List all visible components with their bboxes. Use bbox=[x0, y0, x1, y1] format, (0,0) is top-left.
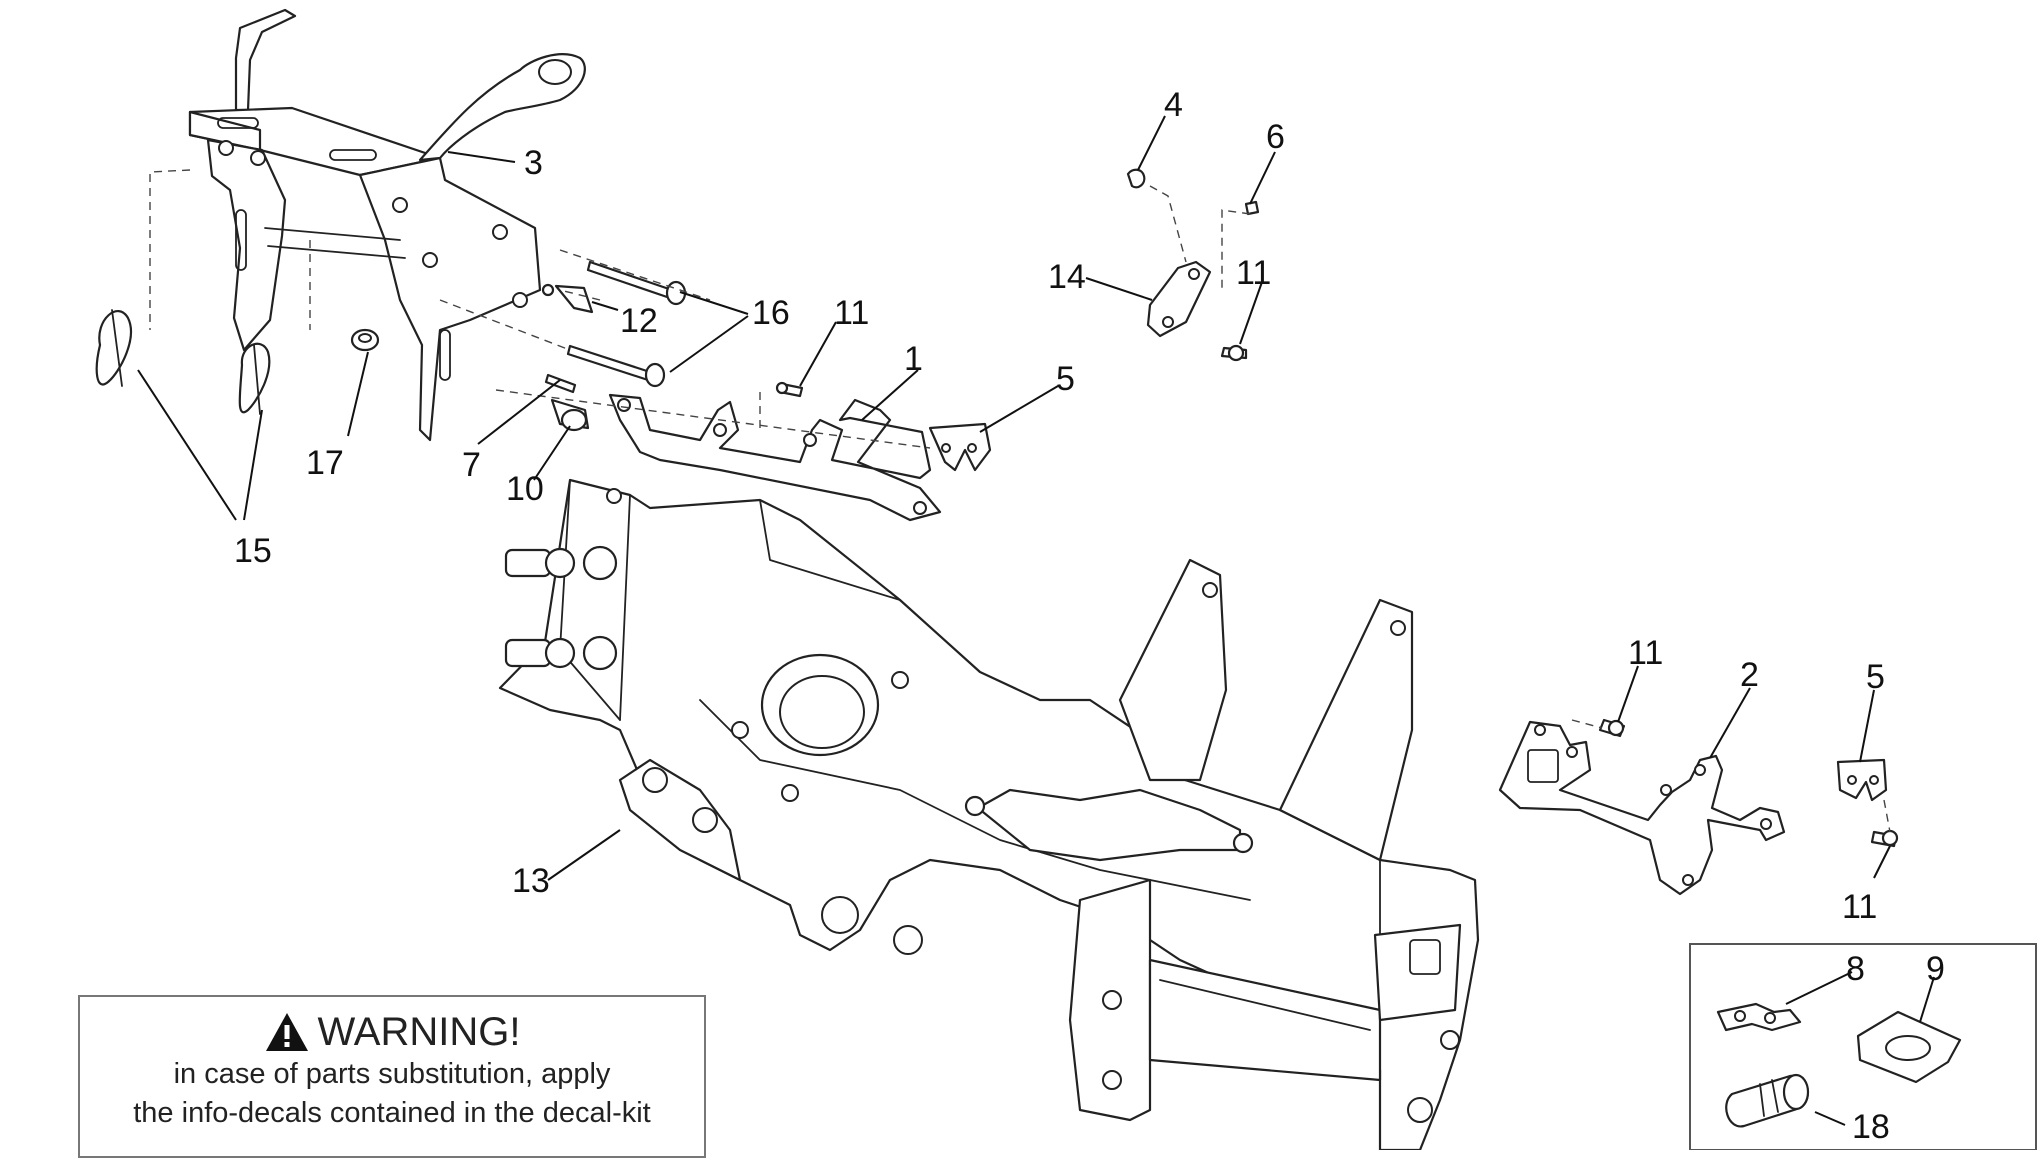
part-4-6-14-group bbox=[1126, 168, 1260, 362]
callout-2: 2 bbox=[1740, 656, 1759, 694]
callout-18: 18 bbox=[1852, 1108, 1890, 1146]
warning-line-2: the info-decals contained in the decal-k… bbox=[133, 1097, 651, 1129]
warning-triangle-icon bbox=[265, 1013, 308, 1051]
callout-1: 1 bbox=[904, 340, 923, 378]
callout-7: 7 bbox=[462, 446, 481, 484]
callout-14: 14 bbox=[1048, 258, 1086, 296]
callout-11: 11 bbox=[834, 294, 869, 332]
part-12-clip bbox=[541, 283, 594, 314]
callout-11: 11 bbox=[1628, 634, 1663, 672]
callout-10: 10 bbox=[506, 470, 544, 508]
warning-title: WARNING! bbox=[80, 1009, 704, 1055]
callout-13: 13 bbox=[512, 862, 550, 900]
part-13-main-frame bbox=[498, 478, 1480, 1150]
callout-labels: 1 2 3 4 5 5 6 7 8 9 10 11 11 11 11 12 13… bbox=[234, 86, 1945, 1146]
warning-title-text: WARNING! bbox=[317, 1010, 521, 1054]
warning-box: WARNING! in case of parts substitution, … bbox=[78, 995, 706, 1158]
part-17-spacer bbox=[350, 328, 380, 352]
part-15-clips bbox=[95, 309, 271, 415]
callout-12: 12 bbox=[620, 302, 658, 340]
callout-9: 9 bbox=[1926, 950, 1945, 988]
callout-11: 11 bbox=[1842, 888, 1877, 926]
callout-15: 15 bbox=[234, 532, 272, 570]
inset-small-parts bbox=[1689, 943, 2037, 1150]
callout-6: 6 bbox=[1266, 118, 1285, 156]
part-16-bolts bbox=[566, 260, 687, 388]
warning-line-1: in case of parts substitution, apply bbox=[173, 1058, 611, 1090]
callout-5: 5 bbox=[1866, 658, 1885, 696]
callout-17: 17 bbox=[306, 444, 344, 482]
callout-4: 4 bbox=[1164, 86, 1183, 124]
part-2-bracket bbox=[1498, 720, 1786, 896]
callout-5: 5 bbox=[1056, 360, 1075, 398]
callout-16: 16 bbox=[752, 294, 790, 332]
part-3-upper-bracket bbox=[188, 8, 586, 442]
part-1-bracket bbox=[608, 393, 942, 522]
assembly-lines bbox=[149, 169, 1891, 833]
part-11-screw-a bbox=[775, 381, 804, 398]
callout-3: 3 bbox=[524, 144, 543, 182]
part-5-clip-right bbox=[1836, 758, 1888, 802]
leader-lines bbox=[137, 115, 1935, 1126]
callout-11: 11 bbox=[1236, 254, 1271, 292]
part-7-10-screws bbox=[544, 373, 590, 432]
callout-8: 8 bbox=[1846, 950, 1865, 988]
